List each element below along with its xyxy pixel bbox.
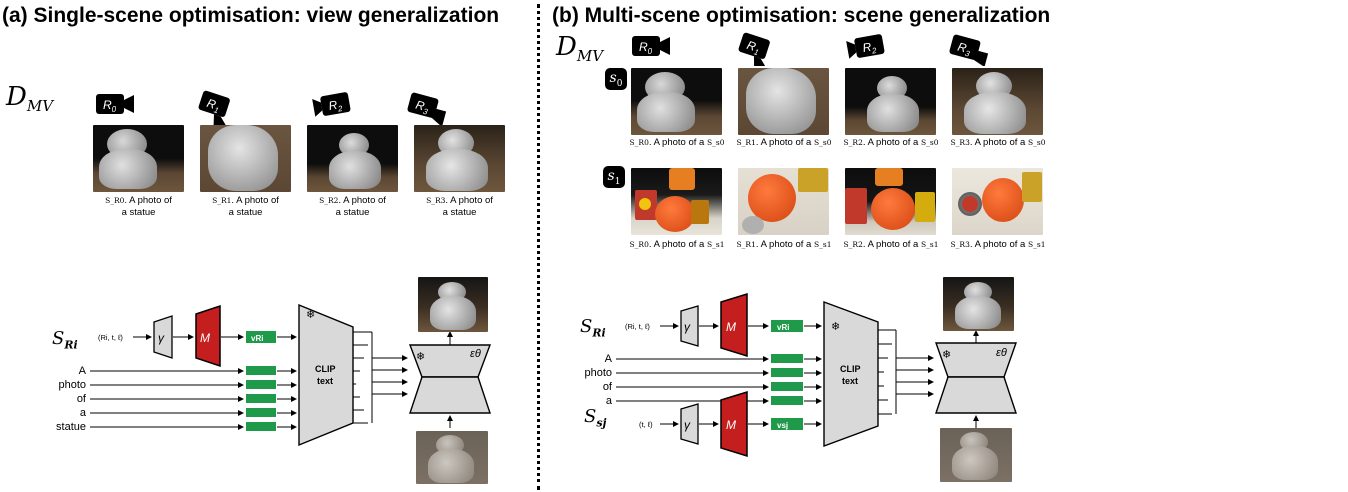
scene0-photo-r2 [845,68,936,135]
word-statue: statue [56,421,86,433]
panel-divider [537,4,540,490]
statue-photo-r3 [414,125,505,192]
scene-token-vector-b [771,418,803,430]
output-statue-b [943,277,1014,331]
input-token-b: SRi [580,316,606,340]
snowflake-icon: ❄ [306,309,315,321]
svg-text:M: M [726,320,736,334]
svg-text:γ: γ [684,320,691,334]
camera-icon: R1 [198,90,230,126]
svg-text:M: M [726,418,736,432]
camera-icons-a: R0 R1 R2 R3 [96,90,447,126]
caption-s0-r2: S_R2. A photo of a S_s0 [843,137,939,148]
clip-text-encoder-a [298,303,354,447]
caption-s1-r3: S_R3. A photo of a S_s1 [950,239,1046,250]
pipeline-diagram-b: (Ri, t, ℓ) γ M vRi (t, ℓ) γ M vsj ❄ CLIP… [616,292,1017,458]
word-a2: a [605,395,612,407]
noisy-input-b [940,428,1012,482]
svg-text:vsj: vsj [777,421,788,430]
word-photo: photo [584,367,612,379]
scene-input-b: (t, ℓ) [639,420,653,429]
word-a2: a [79,407,86,419]
scene-badge-s0: s0 [605,68,627,90]
word-of: of [76,393,86,405]
scene1-photo-r0 [631,168,722,235]
clip-text-encoder-b [823,300,879,448]
camera-icon: R3 [949,34,989,66]
scene1-photo-r1 [738,168,829,235]
scene-token-b: Ssj [584,406,607,430]
caption-s1-r2: S_R2. A photo of a S_s1 [843,239,939,250]
word-token-vectors-b [771,354,803,405]
caption-s1-r0: S_R0. A photo of a S_s1 [629,239,725,250]
pipeline-diagram-a: (Ri, t, ℓ) γ M vRi ❄ CLIP text [90,303,492,447]
caption-s1-r1: S_R1. A photo of a S_s1 [736,239,832,250]
word-list-a: A photo of a statue [40,364,86,434]
svg-text:CLIP: CLIP [840,364,861,374]
camera-icon: R0 [632,36,670,56]
svg-text:text: text [317,376,333,386]
scene0-photo-r1 [738,68,829,135]
svg-text:γ: γ [158,331,165,345]
camera-icons-b: R0 R1 R2 R3 [632,32,989,66]
caption-s0-r1: S_R1. A photo of a S_s0 [736,137,832,148]
word-token-vectors-a [246,366,276,431]
snowflake-icon: ❄ [416,351,425,363]
svg-text:vRi: vRi [777,323,789,332]
scene0-photo-r0 [631,68,722,135]
mapper-network-b2 [720,390,748,458]
svg-text:εθ: εθ [996,347,1007,359]
input-token-a: SRi [52,328,78,352]
gamma-encoder-b [680,305,699,347]
scene-badge-s1: s1 [603,166,625,188]
svg-text:γ: γ [684,418,691,432]
svg-text:CLIP: CLIP [315,364,336,374]
mapper-network-b [720,292,748,358]
camera-icon: R1 [738,32,770,66]
camera-icon: R3 [407,92,447,126]
pose-input-b: (Ri, t, ℓ) [625,322,650,331]
pose-input-a: (Ri, t, ℓ) [98,333,123,342]
gamma-encoder-a [153,315,173,359]
camera-icon: R2 [846,34,885,59]
snowflake-icon: ❄ [831,321,840,333]
noisy-input-a [416,431,488,484]
word-a: A [604,353,612,365]
svg-text:text: text [842,376,858,386]
word-a: A [78,365,86,377]
panel-a-title: (a) Single-scene optimisation: view gene… [2,4,500,27]
camera-icon: R2 [312,92,351,117]
caption-s0-r3: S_R3. A photo of a S_s0 [950,137,1046,148]
output-statue-a [418,277,488,332]
word-list-b: A photo of a [570,352,612,408]
token-vector-b [771,320,803,332]
svg-text:vRi: vRi [251,334,263,343]
word-of: of [602,381,612,393]
dataset-label-b: DMV [556,32,604,66]
dataset-label-a: DMV [6,82,54,116]
caption-s0-r0: S_R0. A photo of a S_s0 [629,137,725,148]
word-photo: photo [58,379,86,391]
gamma-encoder-b2 [680,403,699,445]
snowflake-icon: ❄ [942,349,951,361]
scene0-photo-r3 [952,68,1043,135]
token-vector-a [246,331,276,343]
camera-icon: R0 [96,94,134,114]
svg-text:M: M [200,331,210,345]
scene1-photo-r2 [845,168,936,235]
panel-b-title: (b) Multi-scene optimisation: scene gene… [552,4,1051,27]
mapper-network-a [195,304,221,368]
scene1-photo-r3 [952,168,1043,235]
statue-photo-r0 [93,125,184,192]
statue-photo-r1 [200,125,291,192]
statue-photo-r2 [307,125,398,192]
svg-text:εθ: εθ [470,348,481,360]
